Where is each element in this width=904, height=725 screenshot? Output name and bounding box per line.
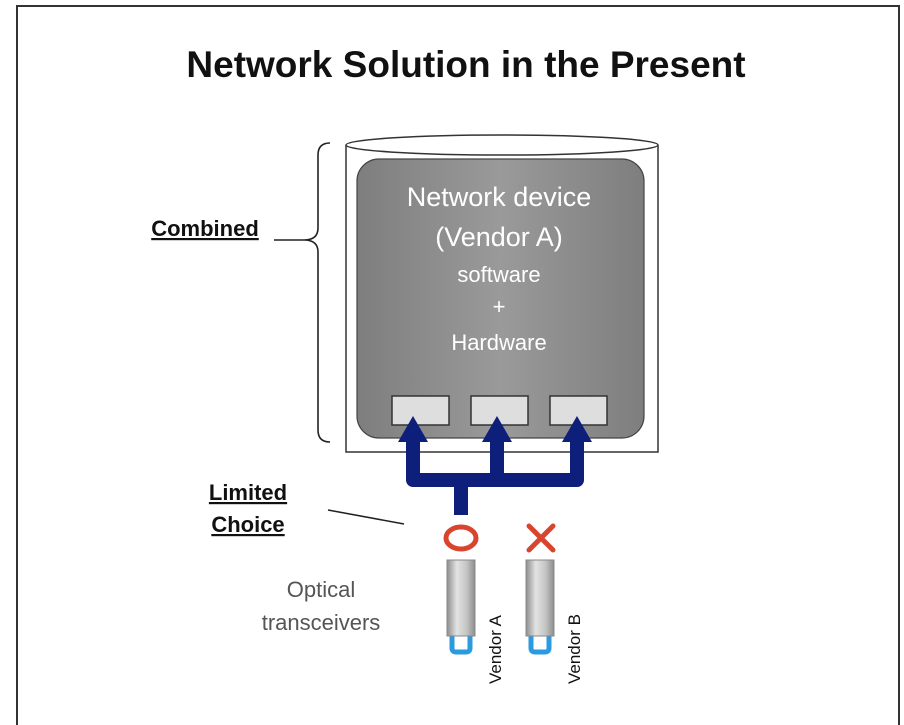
combined-brace <box>303 142 331 443</box>
arrow-head-3 <box>562 416 592 442</box>
limited-choice-label-line1: Limited <box>209 480 287 505</box>
transceiver-vendor-b <box>525 559 555 655</box>
port-1 <box>391 395 450 426</box>
arrow-head-1 <box>398 416 428 442</box>
device-line-4: + <box>493 294 506 319</box>
device-line-2: (Vendor A) <box>435 222 563 252</box>
vendor-a-label: Vendor A <box>486 614 505 684</box>
vendor-b-label: Vendor B <box>565 614 584 684</box>
connection-arrows <box>406 440 584 515</box>
blocked-cross-icon <box>526 523 556 553</box>
arrow-heads <box>398 416 592 442</box>
transceiver-vendor-a <box>446 559 476 655</box>
limited-choice-label-line2: Choice <box>211 512 284 537</box>
slide-frame <box>16 5 900 725</box>
combined-label: Combined <box>151 216 259 241</box>
device-line-5: Hardware <box>451 330 546 355</box>
device-line-3: software <box>457 262 540 287</box>
optical-label-line2: transceivers <box>262 610 381 635</box>
device-line-1: Network device <box>407 182 592 212</box>
arrow-head-2 <box>482 416 512 442</box>
page-title: Network Solution in the Present <box>186 44 745 85</box>
limited-choice-pointer <box>327 509 405 525</box>
allowed-circle-icon <box>443 524 479 552</box>
optical-label-line1: Optical <box>287 577 355 602</box>
